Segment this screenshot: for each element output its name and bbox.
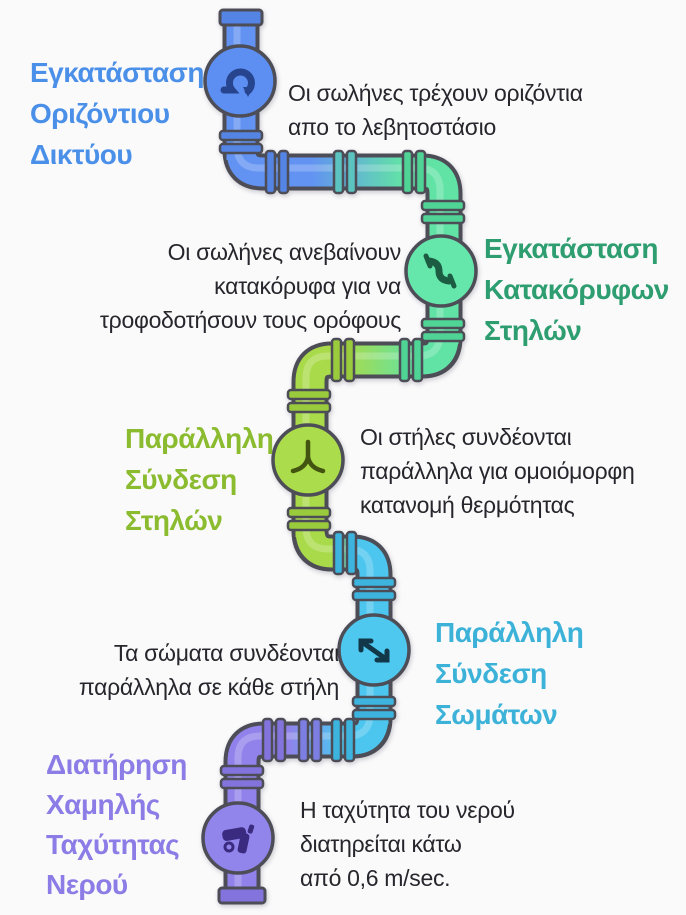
node-parallel-columns	[271, 423, 345, 497]
branch-split-icon	[290, 439, 326, 474]
top-flange	[218, 8, 264, 27]
step5-label: Διατήρηση Χαμηλής Ταχύτητας Νερού	[46, 749, 187, 900]
pipe-coupling	[330, 337, 356, 383]
pipe-run	[201, 6, 478, 905]
pipe-coupling	[219, 764, 265, 790]
step3-label: Παράλληλη Σύνδεση Στηλών	[125, 423, 274, 536]
pipe-coupling	[420, 199, 466, 343]
pipe-coupling	[218, 129, 264, 155]
pipe-coupling	[297, 717, 323, 763]
node-vertical-columns	[404, 234, 478, 308]
pipe-coupling	[332, 149, 358, 195]
step2-label: Εγκατάσταση Κατακόρυφων Στηλών	[484, 233, 669, 346]
double-arrow-icon	[358, 638, 390, 663]
faucet-icon	[222, 824, 255, 854]
step4-label: Παράλληλη Σύνδεση Σωμάτων	[435, 617, 584, 730]
elbow-pipe-arrow-icon	[220, 68, 255, 97]
s-pipe-icon	[423, 253, 457, 289]
node-low-water-speed	[201, 801, 275, 875]
pipe-coupling	[351, 576, 397, 721]
node-horizontal-network	[203, 44, 277, 118]
step1-description: Οι σωλήνες τρέχουν οριζόντια απο το λεβη…	[288, 80, 583, 140]
step1-label: Εγκατάσταση Οριζόντιου Δικτύου	[30, 57, 204, 170]
pipe-coupling	[398, 149, 427, 383]
pipe-coupling	[286, 388, 332, 532]
step5-description: Η ταχύτητα του νερού διατηρείται κάτω απ…	[300, 797, 515, 891]
pipe-coupling	[330, 530, 358, 763]
step2-description: Οι σωλήνες ανεβαίνουν κατακόρυφα για να …	[99, 239, 401, 333]
step3-description: Οι στήλες συνδέονται παράλληλα για ομοιό…	[360, 424, 635, 518]
pipe-coupling	[264, 149, 290, 195]
pipe-coupling	[261, 717, 287, 763]
step4-description: Τα σώματα συνδέονται παράλληλα σε κάθε σ…	[78, 640, 339, 700]
node-parallel-radiators	[337, 613, 411, 687]
bottom-flange	[217, 886, 267, 905]
